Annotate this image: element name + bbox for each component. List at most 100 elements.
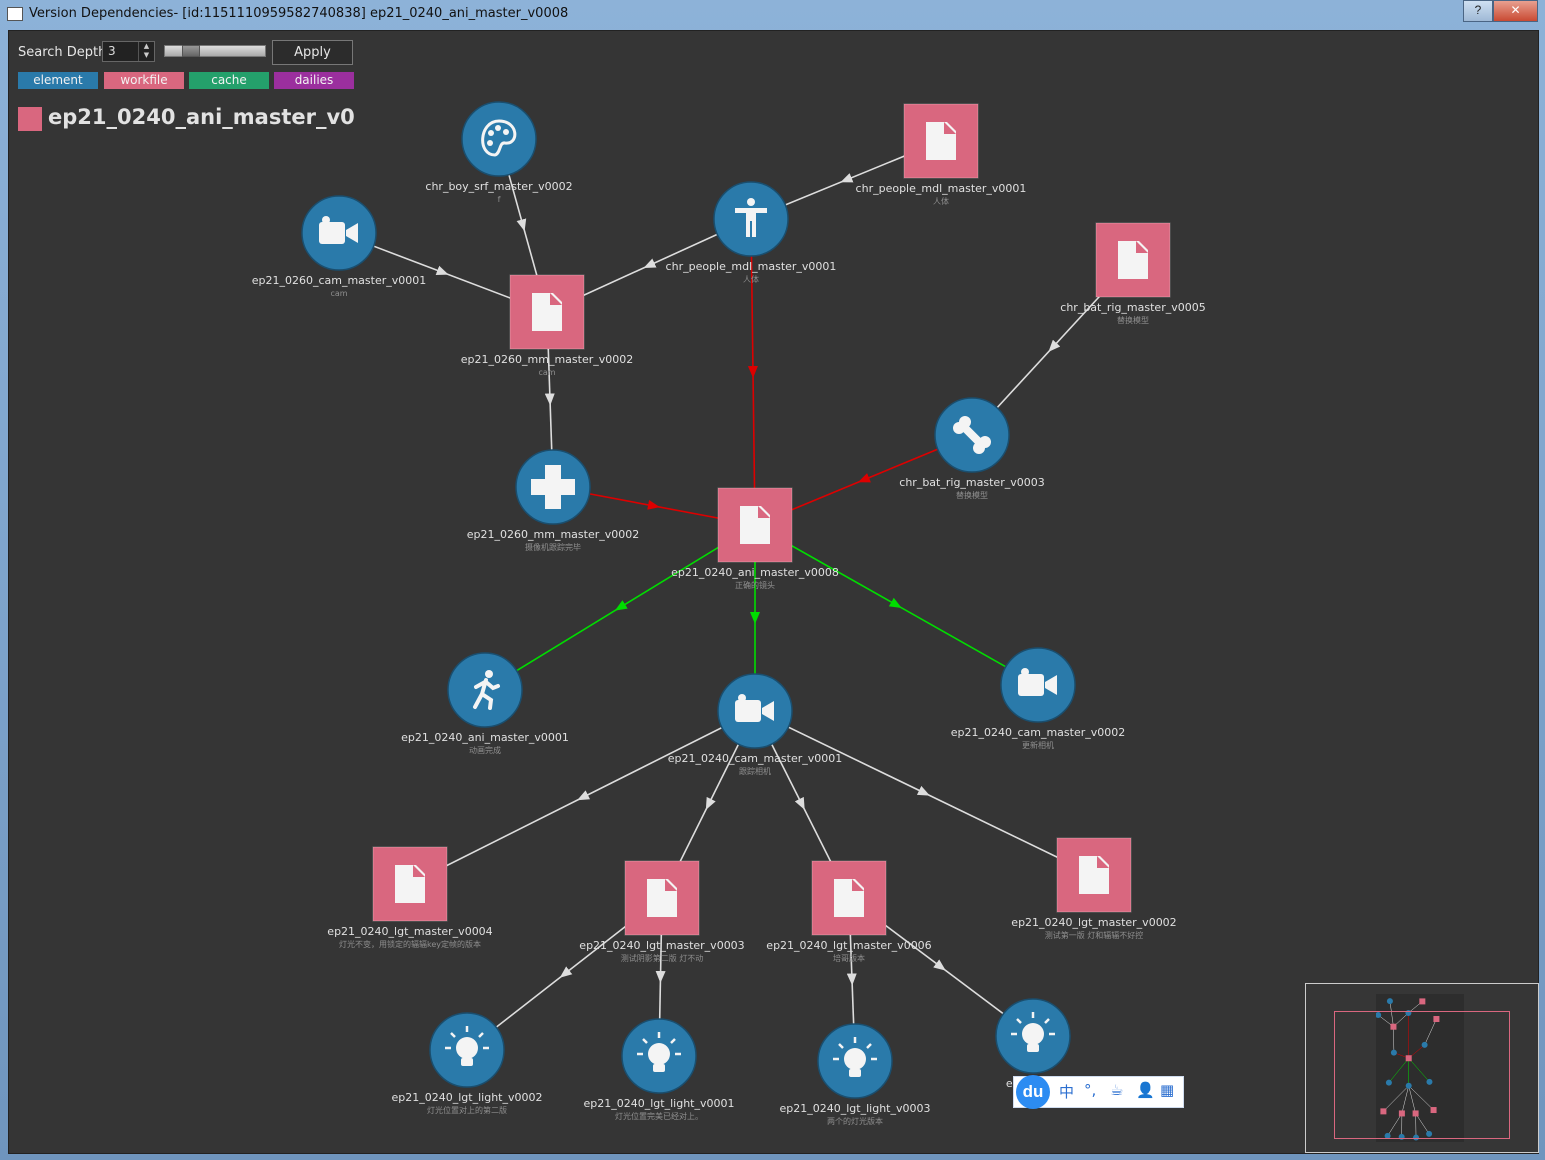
minimap-node bbox=[1390, 1023, 1397, 1030]
camera-icon bbox=[1018, 668, 1057, 696]
minimap-node bbox=[1398, 1110, 1405, 1117]
node-description: 动画完成 bbox=[469, 745, 501, 755]
node-description: 替换模型 bbox=[956, 490, 988, 500]
ime-chinese-mode[interactable]: 中 bbox=[1059, 1083, 1075, 1101]
file-icon bbox=[740, 506, 770, 544]
bulb-icon bbox=[445, 1026, 489, 1066]
minimap-node bbox=[1380, 1108, 1387, 1115]
person-icon bbox=[735, 198, 767, 237]
node-name: ep21_0260_cam_master_v0001 bbox=[252, 274, 427, 287]
ime-user-icon[interactable]: 👤 bbox=[1136, 1081, 1155, 1099]
apply-button[interactable]: Apply bbox=[272, 40, 353, 65]
minimap-edge bbox=[1387, 1113, 1403, 1137]
bulb-icon bbox=[637, 1032, 681, 1072]
minimap-node bbox=[1384, 1132, 1391, 1139]
node-name: ep21_0240_lgt_master_v0004 bbox=[327, 925, 492, 938]
minimap-edge bbox=[1408, 1058, 1430, 1083]
node-name: ep21_0240_ani_master_v0001 bbox=[401, 731, 569, 744]
node-description: cam bbox=[330, 289, 347, 298]
ime-punctuation[interactable]: °, bbox=[1084, 1081, 1097, 1099]
minimap-edge bbox=[1401, 1085, 1409, 1114]
minimap-node bbox=[1390, 1049, 1397, 1056]
minimap[interactable] bbox=[1305, 983, 1539, 1153]
file-icon bbox=[1118, 241, 1148, 279]
help-button[interactable]: ? bbox=[1463, 0, 1493, 22]
close-button[interactable]: ✕ bbox=[1493, 0, 1538, 22]
slider-handle[interactable] bbox=[182, 45, 200, 57]
node-name: ep21_0240_lgt_master_v0002 bbox=[1011, 916, 1176, 929]
legend-workfile: workfile bbox=[104, 72, 184, 89]
spin-arrows-icon[interactable]: ▲▼ bbox=[138, 42, 154, 61]
camera-icon bbox=[735, 694, 774, 722]
search-depth-slider[interactable] bbox=[164, 45, 266, 57]
minimap-edge bbox=[1389, 1001, 1394, 1027]
node-workfile[interactable]: ep21_0240_lgt_master_v0004灯光不变，用锁定的辐辐key… bbox=[327, 846, 493, 949]
title-bar[interactable]: Version Dependencies- [id:11511109595827… bbox=[0, 0, 1545, 28]
node-description: 正确的镜头 bbox=[735, 580, 775, 590]
minimap-node bbox=[1412, 1110, 1419, 1117]
node-name: ep21_0240_lgt_master_v0006 bbox=[766, 939, 931, 952]
edge-edge-default bbox=[754, 710, 1095, 876]
node-description: 测试第一版 灯和辐辐不好控 bbox=[1045, 930, 1144, 940]
node-description: 培哥版本 bbox=[833, 953, 865, 963]
minimap-edge bbox=[1383, 1085, 1409, 1112]
minimap-edge bbox=[1408, 1085, 1434, 1111]
node-description: 两个的灯光版本 bbox=[827, 1116, 883, 1126]
ime-grid-icon[interactable]: ▦ bbox=[1160, 1081, 1175, 1099]
bulb-icon bbox=[833, 1037, 877, 1077]
ime-toolbar[interactable]: du 中 °, ☕ 👤 ▦ bbox=[1013, 1075, 1184, 1109]
node-name: ep21_0260_mm_master_v0002 bbox=[467, 528, 639, 541]
search-depth-spinbox[interactable]: 3 ▲▼ bbox=[102, 41, 155, 62]
current-version-title: ep21_0240_ani_master_v0008 bbox=[48, 105, 354, 129]
minimap-edge bbox=[1415, 1113, 1430, 1134]
file-icon bbox=[1079, 856, 1109, 894]
ime-logo[interactable]: du bbox=[1016, 1075, 1050, 1109]
node-name: chr_people_mdl_master_v0001 bbox=[856, 182, 1027, 195]
ime-skin-icon[interactable]: ☕ bbox=[1110, 1081, 1124, 1099]
legend-dailies: dailies bbox=[274, 72, 354, 89]
minimap-node bbox=[1419, 998, 1426, 1005]
node-description: 灯光位置完美已经对上。 bbox=[615, 1111, 703, 1121]
window-icon bbox=[7, 7, 23, 21]
node-name: chr_people_mdl_master_v0001 bbox=[666, 260, 837, 273]
current-version-swatch bbox=[18, 107, 42, 131]
running-icon bbox=[473, 670, 500, 710]
legend-cache: cache bbox=[189, 72, 269, 89]
node-name: ep21_0240_lgt_light_v0001 bbox=[584, 1097, 735, 1110]
minimap-edge bbox=[1388, 1058, 1409, 1083]
node-description: 灯光不变，用锁定的辐辐key定帧的版本 bbox=[339, 939, 481, 949]
minimap-node bbox=[1386, 998, 1393, 1005]
node-name: chr_bat_rig_master_v0003 bbox=[899, 476, 1044, 489]
node-description: 测试阴影第二版 灯不动 bbox=[621, 953, 704, 963]
minimap-viewport[interactable] bbox=[1334, 1011, 1510, 1139]
node-description: cam bbox=[538, 368, 555, 377]
minimap-node bbox=[1385, 1079, 1392, 1086]
minimap-node bbox=[1413, 1134, 1420, 1141]
node-name: ep21_0260_mm_master_v0002 bbox=[461, 353, 633, 366]
bulb-icon bbox=[1011, 1012, 1055, 1052]
palette-icon bbox=[481, 119, 517, 157]
file-icon bbox=[395, 865, 425, 903]
node-description: 更新相机 bbox=[1022, 740, 1054, 750]
